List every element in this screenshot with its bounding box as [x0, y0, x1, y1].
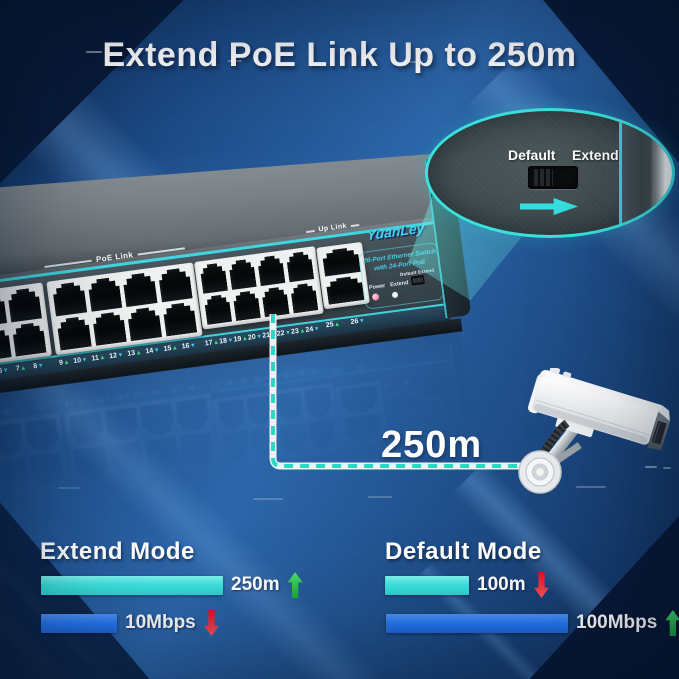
distance-bar — [385, 575, 469, 595]
speed-value: 100Mbps — [576, 612, 658, 633]
port-number: 9▲ — [58, 358, 70, 367]
trend-up-icon — [287, 572, 303, 598]
mode-switch-callout: Default Extend — [425, 108, 675, 238]
callout-extend-label: Extend — [572, 147, 619, 163]
speed-bar — [386, 613, 568, 633]
port-number: 7▲ — [15, 364, 27, 373]
speed-bar — [41, 613, 117, 633]
power-led-icon — [371, 293, 380, 301]
port-number: 13▲ — [126, 349, 142, 358]
port-number: 17▲ — [204, 338, 220, 347]
power-led-label: Power — [368, 283, 386, 292]
port-number: 8▼ — [32, 362, 45, 370]
rj45-port — [7, 287, 42, 322]
deco-dash — [58, 487, 80, 489]
default-mode-heading: Default Mode — [385, 538, 542, 565]
rj45-port — [322, 246, 361, 276]
page-title: Extend PoE Link Up to 250m — [102, 36, 577, 74]
deco-dash — [407, 61, 423, 63]
default-distance-row: 100m — [385, 572, 549, 598]
port-number: 16▼ — [181, 342, 197, 351]
security-camera — [518, 368, 670, 494]
port-number: 11▲ — [91, 354, 106, 363]
deco-dash — [663, 467, 671, 469]
port-number: 12▼ — [108, 351, 124, 360]
rj45-port — [204, 293, 233, 325]
port-column — [155, 267, 199, 337]
distance-value: 250m — [231, 574, 280, 595]
bracket-line — [350, 223, 360, 227]
trend-down-icon — [204, 610, 219, 636]
deco-dash — [86, 51, 102, 53]
camera-body — [527, 368, 670, 451]
rj45-port — [257, 255, 286, 287]
poe-cable — [269, 314, 542, 470]
extend-speed-row: 10Mbps — [41, 610, 219, 636]
trend-up-icon — [665, 610, 679, 636]
distance-label: 250m — [381, 424, 483, 466]
extend-distance-row: 250m — [41, 572, 303, 598]
port-number: 15▲ — [163, 344, 179, 353]
rj45-port — [91, 311, 126, 346]
deco-dash — [228, 60, 242, 62]
default-speed-row: 100Mbps — [386, 610, 679, 636]
rj45-port — [11, 321, 46, 356]
camera-lens-icon — [651, 420, 667, 445]
port-column — [5, 287, 49, 357]
port-number: 10▼ — [72, 356, 88, 365]
deco-dash — [146, 49, 156, 51]
deco-dash — [368, 496, 392, 498]
camera-wall-mount — [518, 450, 562, 494]
extend-led-label: Extend — [389, 280, 409, 289]
rj45-port — [87, 276, 122, 311]
extend-led-icon — [391, 291, 399, 299]
rj45-port — [286, 251, 315, 283]
distance-bar — [41, 575, 223, 595]
deco-dash — [509, 47, 521, 49]
callout-highlight — [650, 111, 672, 235]
port-number: 6▼ — [0, 367, 10, 375]
port-number: 14▼ — [144, 346, 161, 355]
port-number: 19▲ — [233, 335, 249, 344]
rj45-port — [199, 262, 228, 294]
mode-slider-switch — [528, 166, 578, 189]
rj45-port — [122, 272, 157, 307]
rj45-port — [127, 306, 162, 341]
rj45-port — [325, 275, 364, 305]
callout-edge-accent — [619, 111, 622, 235]
rj45-port — [157, 267, 192, 302]
port-number: 18▼ — [218, 337, 234, 346]
slider-knob — [532, 169, 553, 186]
trend-down-icon — [534, 572, 549, 598]
rj45-port — [228, 258, 257, 290]
rj45-port — [56, 315, 91, 350]
rj45-port — [162, 301, 197, 336]
distance-value: 100m — [477, 574, 526, 595]
callout-side-face — [622, 111, 655, 235]
callout-default-label: Default — [508, 147, 556, 163]
speed-value: 10Mbps — [125, 612, 196, 633]
deco-dash — [576, 486, 606, 488]
extend-mode-heading: Extend Mode — [40, 538, 195, 565]
rj45-port — [290, 282, 319, 314]
rj45-port — [52, 281, 87, 316]
deco-dash — [253, 498, 283, 500]
deco-dash — [645, 466, 657, 468]
bracket-line — [305, 229, 315, 233]
